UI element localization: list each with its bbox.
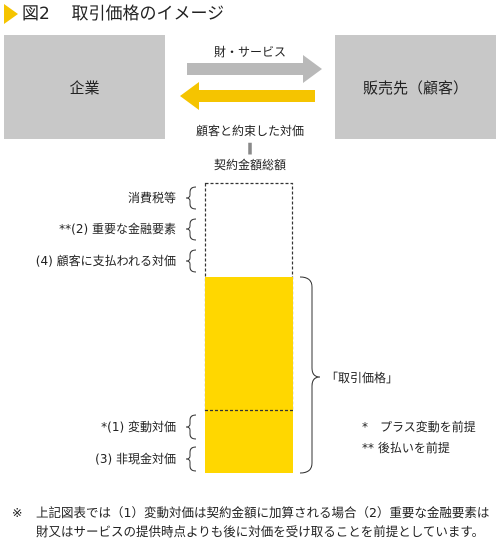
figure-number: 図2 (22, 4, 50, 24)
figure-title-text: 取引価格のイメージ (71, 4, 225, 24)
goods-arrow-icon (187, 55, 322, 83)
company-label: 企業 (69, 78, 100, 97)
title-marker-icon (4, 4, 18, 24)
contract-total-label: 契約金額総額 (213, 158, 286, 172)
transaction-price-block (205, 277, 293, 473)
goods-services-label: 財・サービス (213, 45, 286, 59)
financing-component-label: **(2) 重要な金融要素 (59, 222, 176, 236)
legend-plus-variation: * プラス変動を前提 (362, 420, 476, 434)
footnote-text: 上記図表では（1）変動対価は契約金額に加算される場合（2）重要な金融要素は財又は… (36, 505, 490, 539)
transaction-price-label: 「取引価格」 (326, 371, 399, 385)
customer-label: 販売先（顧客） (362, 78, 468, 97)
legend-deferred-payment: ** 後払いを前提 (362, 441, 450, 455)
equals-mark: ∥ (247, 141, 253, 155)
noncash-consideration-label: (3) 非現金対価 (95, 452, 176, 466)
brace-consideration-payable-icon (185, 249, 197, 273)
payment-arrow-icon (180, 82, 315, 110)
brace-noncash-icon (185, 446, 197, 472)
company-box: 企業 (4, 35, 165, 139)
figure-title: 図2 取引価格のイメージ (22, 2, 224, 26)
brace-financing-icon (185, 218, 197, 241)
promised-consideration-label: 顧客と約束した対価 (195, 124, 304, 138)
brace-consumption-tax-icon (185, 186, 197, 210)
variable-consideration-label: *(1) 変動対価 (101, 420, 176, 434)
brace-transaction-price-icon (299, 276, 321, 474)
consumption-tax-label: 消費税等 (127, 191, 176, 205)
consideration-payable-label: (4) 顧客に支払われる対価 (35, 254, 176, 268)
customer-box: 販売先（顧客） (335, 35, 496, 139)
brace-variable-icon (185, 414, 197, 440)
footnote-mark: ※ (12, 505, 23, 520)
